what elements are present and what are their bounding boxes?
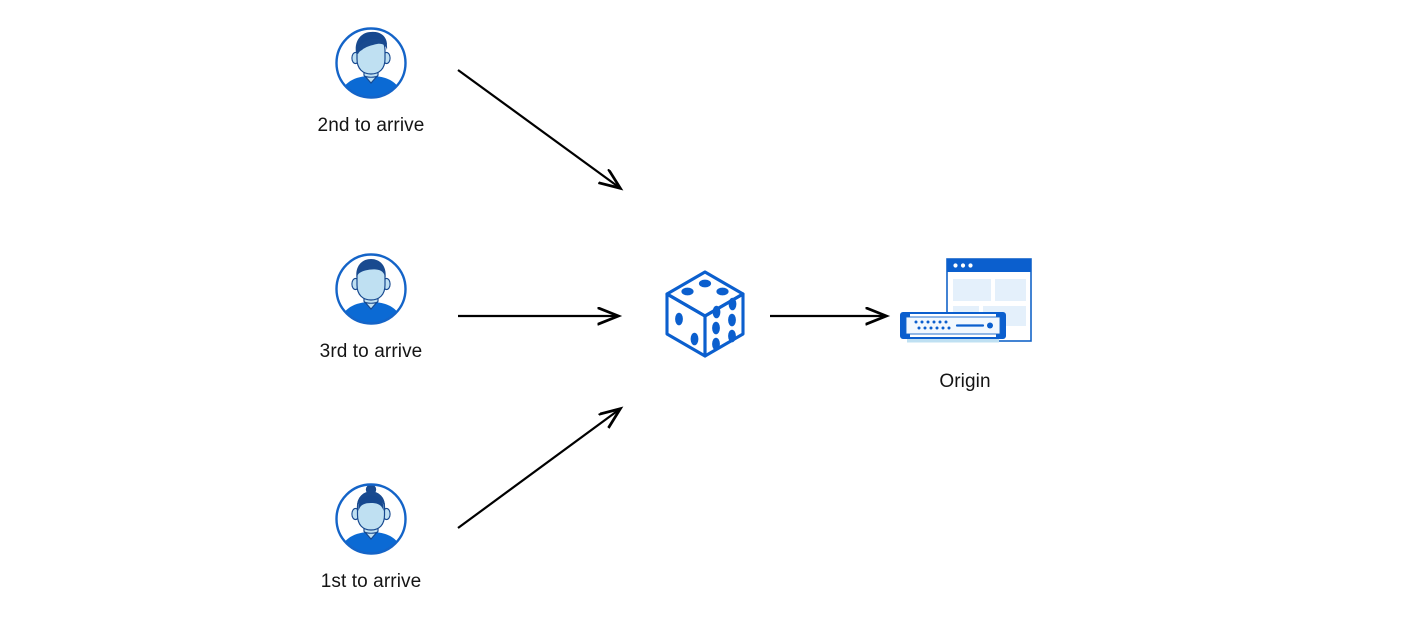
randomizer-node[interactable] bbox=[655, 268, 755, 360]
arrow-bottom-to-dice bbox=[457, 409, 620, 529]
dice-icon bbox=[665, 270, 745, 358]
client-node-bottom[interactable]: 1st to arrive bbox=[301, 482, 441, 594]
origin-server-icon bbox=[900, 258, 1032, 343]
client-node-top[interactable]: 2nd to arrive bbox=[301, 26, 441, 138]
arrow-top-to-dice bbox=[457, 69, 620, 188]
user-avatar-icon bbox=[335, 27, 407, 99]
client-label-top: 2nd to arrive bbox=[317, 115, 425, 136]
origin-label: Origin bbox=[939, 371, 991, 392]
client-label-bottom: 1st to arrive bbox=[320, 571, 422, 592]
client-label-middle: 3rd to arrive bbox=[319, 341, 423, 362]
user-avatar-icon bbox=[335, 483, 407, 555]
user-avatar-icon bbox=[335, 253, 407, 325]
origin-node[interactable]: Origin bbox=[875, 255, 1055, 394]
server-appliance bbox=[900, 312, 1006, 343]
client-node-middle[interactable]: 3rd to arrive bbox=[301, 252, 441, 364]
